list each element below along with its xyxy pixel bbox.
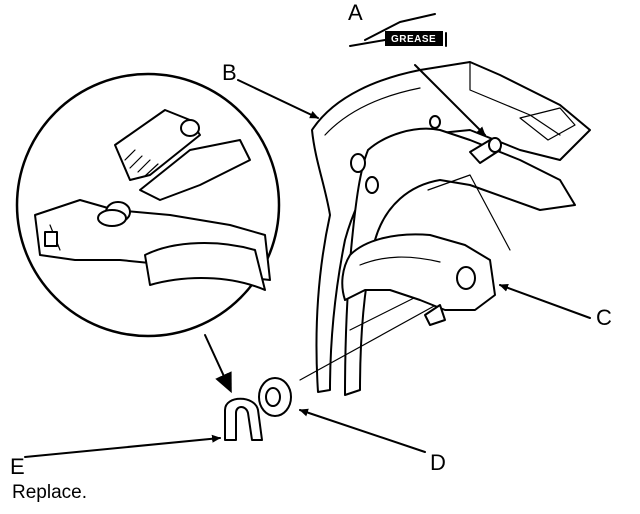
- leader-e: [24, 434, 221, 458]
- lever-inner-edge: [359, 256, 441, 266]
- leader-c: [499, 283, 591, 319]
- replace-note: Replace.: [12, 482, 87, 503]
- web-hole-2: [365, 176, 379, 194]
- inset-lever: [144, 242, 266, 291]
- grease-tag-text: GREASE: [391, 34, 436, 45]
- leader-a: [414, 64, 486, 136]
- detail-inset: [15, 72, 281, 338]
- label-c: C: [596, 305, 612, 330]
- inset-clip: [97, 209, 127, 227]
- shoe-tab: [519, 107, 576, 141]
- leader-d: [299, 408, 426, 453]
- washer: [258, 377, 292, 417]
- pliers-teeth: [124, 149, 159, 177]
- leader-b: [237, 79, 319, 119]
- label-b: B: [222, 60, 237, 85]
- lever-pin-hole: [456, 266, 476, 290]
- lining-inner-edge: [324, 87, 421, 136]
- pliers-pivot: [180, 119, 200, 137]
- lever-tab: [424, 304, 446, 326]
- u-clip: [224, 397, 263, 441]
- label-a: A: [348, 0, 363, 25]
- shoe-top-edge: [469, 61, 561, 136]
- label-d: D: [430, 450, 446, 475]
- web-hole-3: [429, 115, 441, 129]
- guide-line-3: [299, 299, 446, 381]
- grease-brush-handle: [364, 13, 436, 41]
- brake-shoe: [299, 61, 591, 396]
- guide-line-1: [427, 174, 511, 251]
- web-hole-1: [350, 153, 366, 173]
- washer-hole: [265, 387, 281, 407]
- parking-brake-lever: [341, 233, 496, 326]
- lever-body: [341, 233, 496, 311]
- inset-to-clip-arrow: [204, 334, 232, 394]
- inset-circle: [15, 72, 281, 338]
- pivot-pin-head: [488, 137, 502, 153]
- grease-brush-line: [349, 39, 386, 47]
- label-e: E: [10, 454, 25, 479]
- pliers-jaw-lower: [139, 139, 251, 201]
- inset-slot: [44, 231, 58, 247]
- u-clip-body: [224, 397, 263, 441]
- grease-tag-box: [385, 31, 443, 46]
- shoe-web: [344, 127, 576, 396]
- grease-symbol: GREASE: [349, 13, 447, 47]
